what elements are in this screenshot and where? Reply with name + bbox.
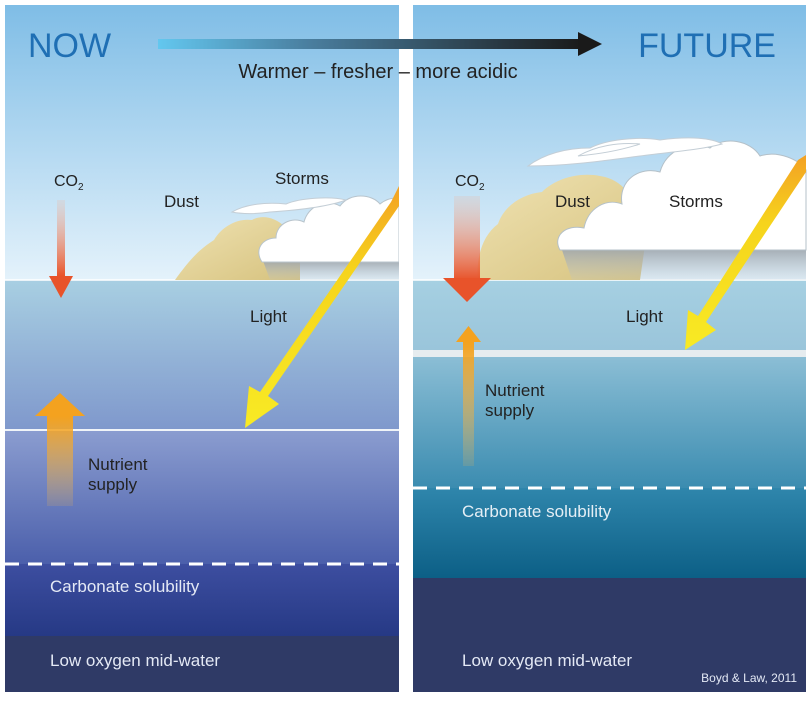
future-mixed-layer-line xyxy=(413,350,806,357)
now-carbonate-layer xyxy=(5,564,399,636)
trend-arrow xyxy=(158,32,602,56)
now-dust-label: Dust xyxy=(164,192,199,211)
now-panel: CO2 Dust Storms Light Nutrient supply Ca… xyxy=(5,5,400,692)
now-co2-label: CO2 xyxy=(54,173,84,193)
future-light-label: Light xyxy=(626,307,663,326)
now-light-label: Light xyxy=(250,307,287,326)
future-carbonate-layer xyxy=(413,488,806,578)
future-carbonate-label: Carbonate solubility xyxy=(462,502,612,521)
future-light-arrow xyxy=(685,155,806,350)
now-low-oxygen-label: Low oxygen mid-water xyxy=(50,651,220,670)
future-co2-label: CO2 xyxy=(455,173,485,193)
credit-label: Boyd & Law, 2011 xyxy=(701,671,797,685)
now-nutrient-label-line1: Nutrient xyxy=(88,455,148,474)
future-mixed-layer xyxy=(413,354,806,488)
future-low-oxygen-label: Low oxygen mid-water xyxy=(462,651,632,670)
future-dust-label: Dust xyxy=(555,192,590,211)
now-carbonate-label: Carbonate solubility xyxy=(50,577,200,596)
future-title: FUTURE xyxy=(638,27,776,65)
now-co2-arrow xyxy=(49,200,73,298)
header: NOW FUTURE Warmer – fresher – more acidi… xyxy=(28,27,776,83)
now-nutrient-label-line2: supply xyxy=(88,475,138,494)
now-storms-label: Storms xyxy=(275,169,329,188)
now-title: NOW xyxy=(28,27,111,65)
now-light-arrow xyxy=(245,186,399,428)
now-low-oxygen-layer xyxy=(5,636,399,692)
future-nutrient-label-line1: Nutrient xyxy=(485,381,545,400)
trend-caption: Warmer – fresher – more acidic xyxy=(238,61,517,83)
future-nutrient-arrow xyxy=(456,326,481,466)
now-nutrient-arrow xyxy=(35,393,85,506)
future-panel: CO2 Dust Storms Light Nutrient supply Ca… xyxy=(413,5,807,692)
future-nutrient-label-line2: supply xyxy=(485,401,535,420)
future-storm-cloud xyxy=(526,137,807,280)
future-low-oxygen-layer xyxy=(413,578,806,692)
future-co2-arrow xyxy=(443,196,491,302)
future-storms-label: Storms xyxy=(669,192,723,211)
panel-divider xyxy=(399,0,413,698)
